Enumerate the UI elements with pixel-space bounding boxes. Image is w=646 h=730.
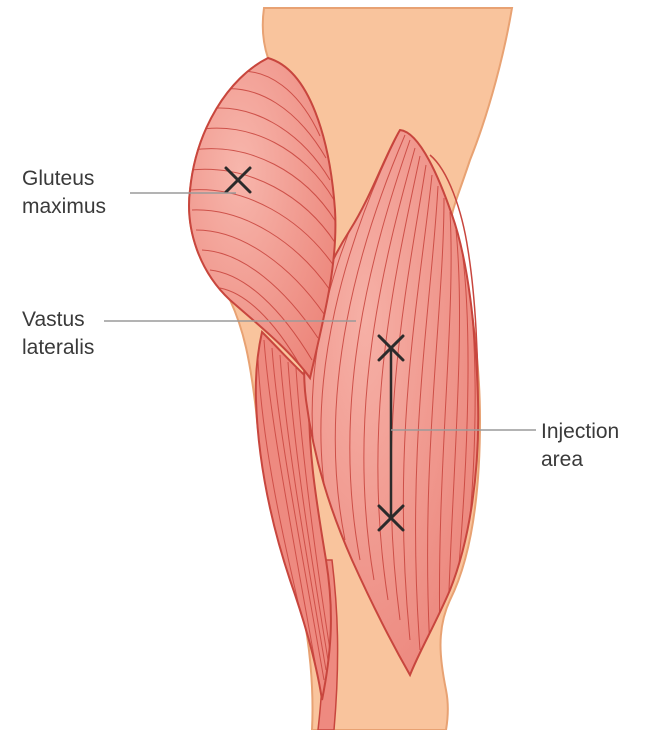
label-injection-area: Injection area <box>541 418 619 474</box>
label-injection-line2: area <box>541 446 619 474</box>
label-vastus-line1: Vastus <box>22 306 94 334</box>
label-gluteus-line2: maximus <box>22 193 106 221</box>
label-injection-line1: Injection <box>541 418 619 446</box>
label-gluteus-line1: Gluteus <box>22 165 106 193</box>
label-vastus-line2: lateralis <box>22 334 94 362</box>
label-vastus-lateralis: Vastus lateralis <box>22 306 94 362</box>
label-gluteus-maximus: Gluteus maximus <box>22 165 106 221</box>
